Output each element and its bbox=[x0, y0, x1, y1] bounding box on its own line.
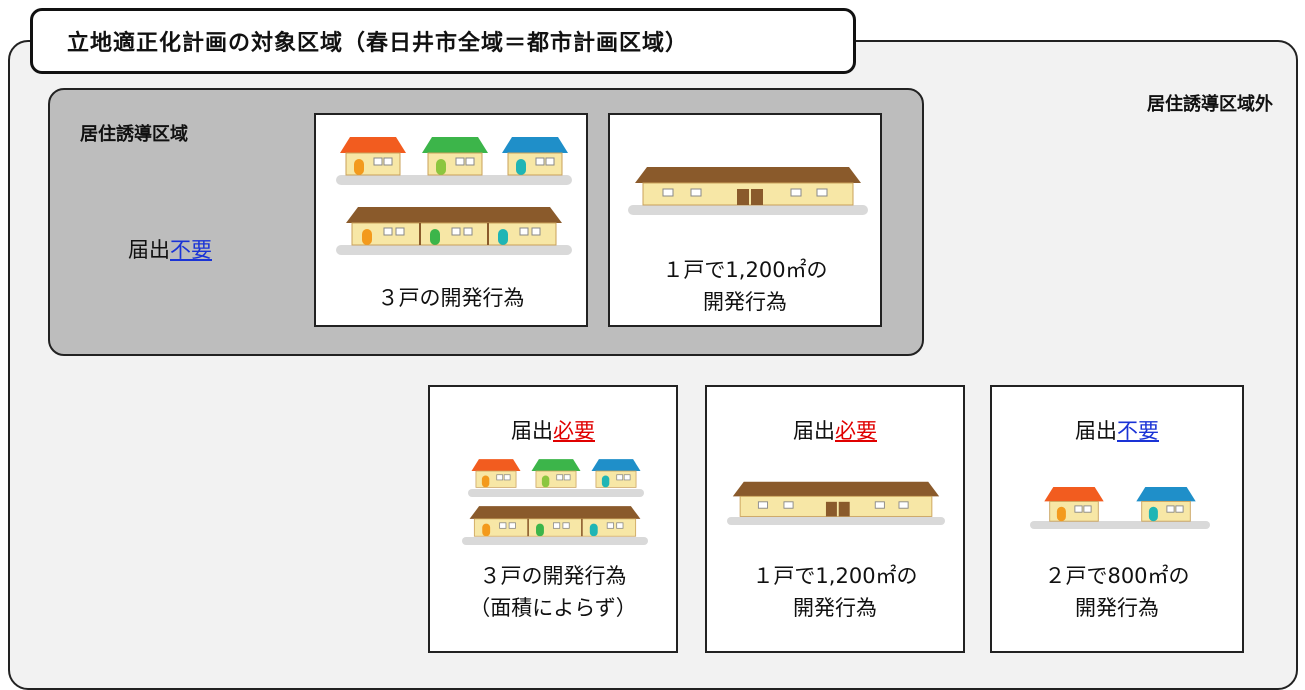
outside-card-three-houses: 届出必要 ３戸の開発行為 （面積によらず） bbox=[428, 385, 678, 653]
long-house-illustration bbox=[727, 481, 945, 525]
title-text: 立地適正化計画の対象区域（春日井市全域＝都市計画区域） bbox=[67, 31, 689, 56]
inside-area-label: 居住誘導区域 bbox=[80, 124, 188, 145]
outside-card-two-houses: 届出不要 ２戸で800㎡の 開発行為 bbox=[990, 385, 1244, 653]
outside-card-notice: 届出必要 bbox=[430, 415, 676, 445]
diagram-title: 立地適正化計画の対象区域（春日井市全域＝都市計画区域） bbox=[30, 8, 856, 74]
long-house-illustration bbox=[628, 167, 868, 215]
three-houses-illustration bbox=[468, 459, 644, 497]
card-caption-line1: ３戸の開発行為 bbox=[479, 564, 627, 588]
card-caption: ３戸の開発行為 bbox=[377, 286, 525, 310]
notice-status-required: 必要 bbox=[553, 419, 595, 443]
row-house-illustration bbox=[462, 505, 648, 545]
card-caption-line1: １戸で1,200㎡の bbox=[662, 258, 828, 282]
two-houses-illustration bbox=[1030, 487, 1210, 529]
card-caption-line1: ２戸で800㎡の bbox=[1044, 564, 1190, 588]
inside-card-three-houses: ３戸の開発行為 bbox=[314, 113, 588, 327]
outside-area-label: 居住誘導区域外 bbox=[1147, 94, 1273, 115]
inside-card-large-house: １戸で1,200㎡の 開発行為 bbox=[608, 113, 882, 327]
card-caption-line2: 開発行為 bbox=[793, 596, 877, 620]
inside-area-notice: 届出不要 bbox=[128, 234, 212, 264]
outside-card-notice: 届出不要 bbox=[992, 415, 1242, 445]
notice-prefix: 届出 bbox=[793, 419, 835, 443]
notice-prefix: 届出 bbox=[1075, 419, 1117, 443]
card-caption-line2: （面積によらず） bbox=[469, 596, 637, 620]
row-house-illustration bbox=[336, 207, 572, 255]
notice-status-not-required: 不要 bbox=[170, 238, 212, 262]
notice-status-not-required: 不要 bbox=[1117, 419, 1159, 443]
three-houses-illustration bbox=[336, 137, 572, 185]
notice-prefix: 届出 bbox=[128, 238, 170, 262]
notice-prefix: 届出 bbox=[511, 419, 553, 443]
card-caption-line2: 開発行為 bbox=[1075, 596, 1159, 620]
outside-card-notice: 届出必要 bbox=[707, 415, 963, 445]
card-caption-line2: 開発行為 bbox=[703, 290, 787, 314]
outside-card-large-house: 届出必要 １戸で1,200㎡の 開発行為 bbox=[705, 385, 965, 653]
card-caption-line1: １戸で1,200㎡の bbox=[752, 564, 918, 588]
notice-status-required: 必要 bbox=[835, 419, 877, 443]
